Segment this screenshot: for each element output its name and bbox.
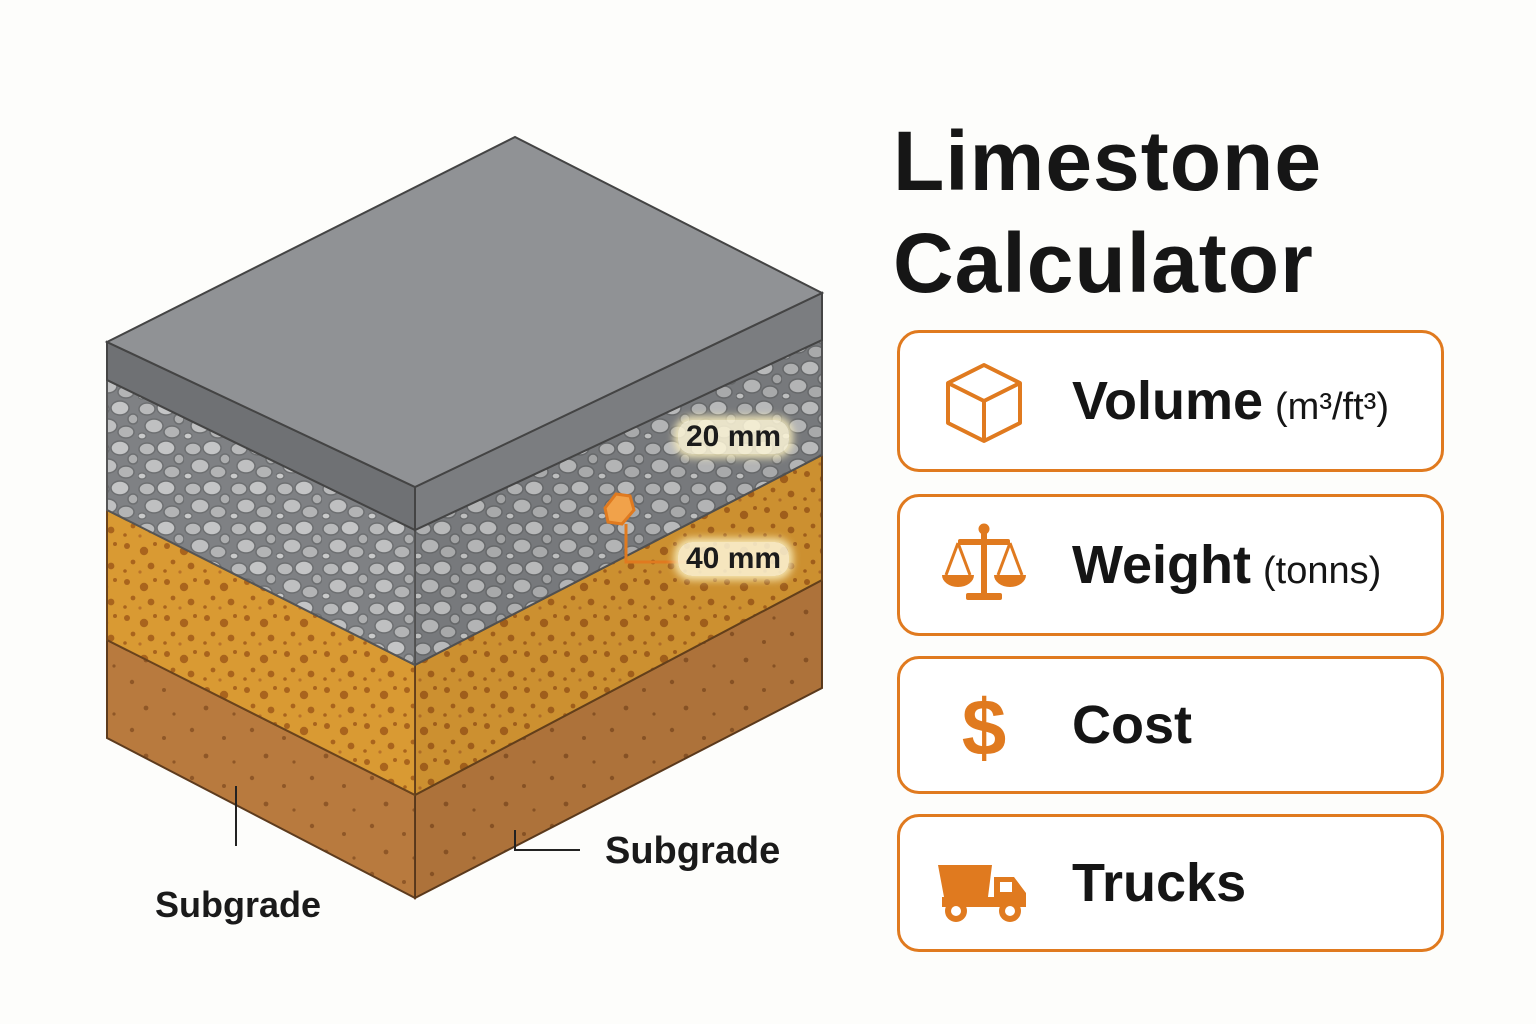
dump-truck-icon bbox=[938, 865, 1026, 922]
pebble-leader-line bbox=[624, 524, 690, 564]
cube-icon bbox=[946, 363, 1022, 443]
title-line-2: Calculator bbox=[893, 216, 1314, 310]
layer-diagram bbox=[104, 135, 825, 900]
weight-card[interactable]: Weight(tonns) bbox=[897, 494, 1444, 636]
thickness-label-20mm: 20 mm bbox=[678, 420, 790, 454]
subgrade-label-right: Subgrade bbox=[605, 830, 781, 872]
scale-icon bbox=[942, 523, 1026, 600]
thickness-label-40mm: 40 mm bbox=[678, 542, 790, 576]
cost-card[interactable]: $ Cost bbox=[897, 656, 1444, 794]
volume-unit: (m³/ft³) bbox=[1275, 386, 1389, 428]
highlighted-pebble bbox=[603, 492, 636, 526]
surface-slab-top bbox=[104, 135, 825, 489]
trucks-label: Trucks bbox=[1072, 853, 1247, 913]
volume-label: Volume(m³/ft³) bbox=[1072, 371, 1389, 431]
trucks-card[interactable]: Trucks bbox=[897, 814, 1444, 952]
volume-card[interactable]: Volume(m³/ft³) bbox=[897, 330, 1444, 472]
dollar-icon: $ bbox=[962, 683, 1007, 772]
weight-label: Weight(tonns) bbox=[1072, 535, 1382, 595]
svg-text:$: $ bbox=[962, 683, 1007, 772]
page-title: Limestone Calculator bbox=[893, 110, 1493, 314]
title-line-1: Limestone bbox=[893, 114, 1323, 208]
subgrade-right-leader bbox=[514, 830, 580, 851]
subgrade-label-left: Subgrade bbox=[155, 884, 322, 925]
cost-label: Cost bbox=[1072, 695, 1192, 755]
weight-unit: (tonns) bbox=[1262, 550, 1382, 592]
